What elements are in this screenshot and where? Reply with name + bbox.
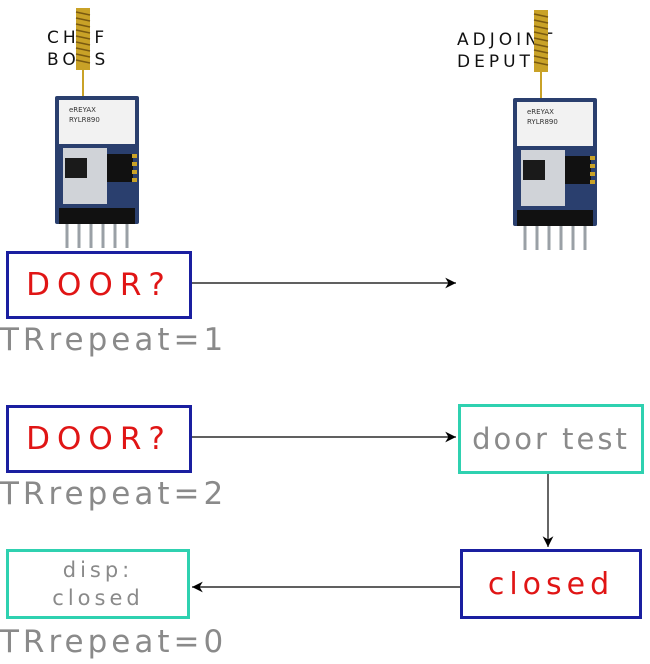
boss-message-2: DOOR? — [26, 421, 172, 457]
deputy-label-line1: ADJOINT — [457, 30, 557, 50]
boss-message-box-2: DOOR? — [6, 405, 192, 473]
repeat-counter-3: TRrepeat=0 — [0, 624, 228, 660]
repeat-counter-1: TRrepeat=1 — [0, 322, 228, 358]
boss-display-line1: disp: — [62, 558, 134, 582]
boss-display-box: disp: closed — [6, 549, 190, 619]
deputy-reply-text: closed — [487, 566, 615, 602]
repeat-counter-2: TRrepeat=2 — [0, 476, 228, 512]
deputy-label-line2: DEPUTY — [457, 52, 549, 72]
deputy-action-box: door test — [458, 404, 644, 474]
deputy-reply-box: closed — [460, 549, 642, 619]
deputy-action-text: door test — [472, 422, 630, 456]
boss-message-1: DOOR? — [26, 267, 172, 303]
boss-display-line2: closed — [52, 586, 144, 610]
deputy-label: ADJOINT DEPUTY — [457, 29, 556, 73]
boss-message-box-1: DOOR? — [6, 251, 192, 319]
